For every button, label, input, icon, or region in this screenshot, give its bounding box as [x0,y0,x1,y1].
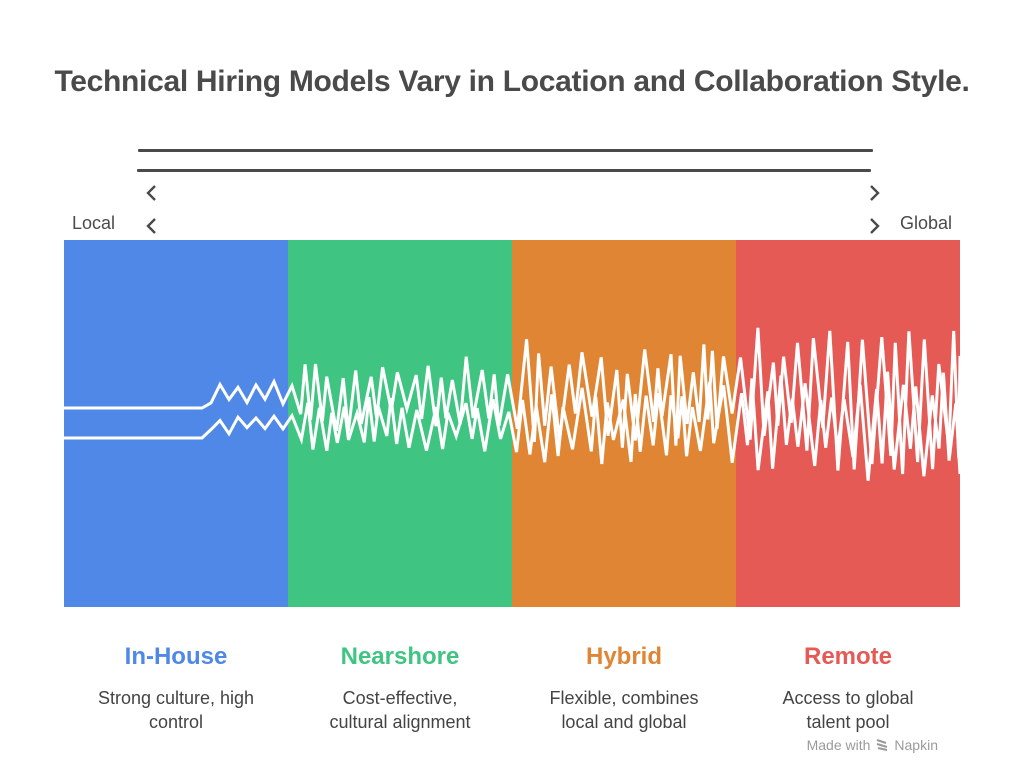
chevron-left-icon [146,185,156,201]
axis-label-global: Global [900,213,953,233]
axis-label-local: Local [72,213,116,233]
model-title: Nearshore [340,643,460,670]
model-remote: Remote Access to global talent pool [736,642,960,734]
model-title: In-House [124,643,228,670]
made-with-text: Made with [806,737,871,753]
model-description: Access to global talent pool [782,688,914,732]
model-description: Strong culture, high control [97,688,255,732]
top-rule [138,149,873,152]
signal-waveform [64,327,960,481]
chevron-left-icon [146,218,156,234]
waveform-line-1 [64,327,960,475]
model-hybrid: Hybrid Flexible, combines local and glob… [512,642,736,734]
made-with-napkin[interactable]: Made with Napkin [807,737,938,753]
spectrum-bands [64,240,960,607]
napkin-logo-icon [877,739,888,751]
bottom-rule [137,169,871,172]
model-nearshore: Nearshore Cost-effective, cultural align… [288,642,512,734]
model-description: Flexible, combines local and global [549,688,699,732]
model-title: Hybrid [585,643,662,670]
napkin-brand-text: Napkin [894,737,938,753]
chevron-right-icon [870,185,880,201]
model-title: Remote [803,643,893,670]
chevron-right-icon [870,218,880,234]
waveform-line-2 [64,371,960,481]
diagram-title: Technical Hiring Models Vary in Location… [54,65,970,98]
model-description: Cost-effective, cultural alignment [329,688,471,732]
model-in-house: In-House Strong culture, high control [64,642,288,734]
